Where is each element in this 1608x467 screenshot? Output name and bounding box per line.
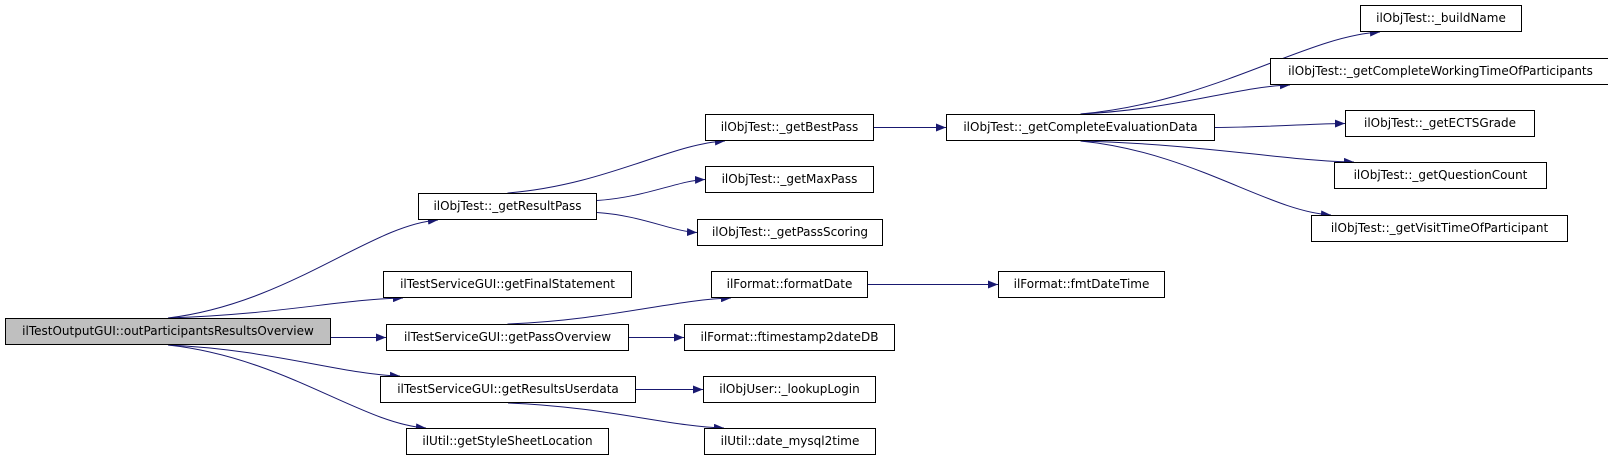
node-getPassOverview[interactable]: ilTestServiceGUI::getPassOverview bbox=[386, 324, 629, 351]
node-lookupLogin[interactable]: ilObjUser::_lookupLogin bbox=[703, 376, 876, 403]
edge-n0-n5 bbox=[167, 344, 427, 432]
node-ftimestamp2dateDB[interactable]: ilFormat::ftimestamp2dateDB bbox=[684, 324, 895, 351]
edge-n3-n9 bbox=[507, 294, 732, 325]
node-getResultsUserdata[interactable]: ilTestServiceGUI::getResultsUserdata bbox=[380, 376, 636, 403]
edge-n1-n7 bbox=[596, 175, 706, 201]
edge-n4-n12 bbox=[507, 402, 725, 432]
node-outParticipantsResultsOverview[interactable]: ilTestOutputGUI::outParticipantsResultsO… bbox=[5, 318, 331, 345]
node-buildName[interactable]: ilObjTest::_buildName bbox=[1360, 5, 1522, 32]
node-getCompleteWorkingTimeOfParticipants[interactable]: ilObjTest::_getCompleteWorkingTimeOfPart… bbox=[1270, 58, 1608, 85]
edge-n13-n19 bbox=[1080, 140, 1332, 219]
edge-n0-n2 bbox=[167, 294, 404, 319]
edge-n0-n1 bbox=[167, 216, 439, 319]
node-formatDate[interactable]: ilFormat::formatDate bbox=[711, 271, 868, 298]
edge-n13-n17 bbox=[1214, 119, 1346, 128]
edge-n0-n4 bbox=[167, 344, 401, 380]
node-getMaxPass[interactable]: ilObjTest::_getMaxPass bbox=[705, 166, 874, 193]
node-getBestPass[interactable]: ilObjTest::_getBestPass bbox=[705, 114, 874, 141]
node-getVisitTimeOfParticipant[interactable]: ilObjTest::_getVisitTimeOfParticipant bbox=[1311, 215, 1568, 242]
node-getQuestionCount[interactable]: ilObjTest::_getQuestionCount bbox=[1334, 162, 1547, 189]
edge-n13-n15 bbox=[1080, 28, 1381, 115]
node-date_mysql2time[interactable]: ilUtil::date_mysql2time bbox=[704, 428, 876, 455]
edge-n13-n18 bbox=[1080, 140, 1355, 166]
edge-n1-n8 bbox=[596, 212, 698, 237]
node-getPassScoring[interactable]: ilObjTest::_getPassScoring bbox=[697, 219, 883, 246]
node-getFinalStatement[interactable]: ilTestServiceGUI::getFinalStatement bbox=[383, 271, 632, 298]
node-getECTSGrade[interactable]: ilObjTest::_getECTSGrade bbox=[1345, 110, 1535, 137]
node-getResultPass[interactable]: ilObjTest::_getResultPass bbox=[418, 193, 597, 220]
edge-n13-n16 bbox=[1080, 81, 1291, 115]
node-getStyleSheetLocation[interactable]: ilUtil::getStyleSheetLocation bbox=[406, 428, 609, 455]
edge-n1-n6 bbox=[507, 137, 726, 194]
node-fmtDateTime[interactable]: ilFormat::fmtDateTime bbox=[998, 271, 1165, 298]
node-getCompleteEvaluationData[interactable]: ilObjTest::_getCompleteEvaluationData bbox=[946, 114, 1215, 141]
